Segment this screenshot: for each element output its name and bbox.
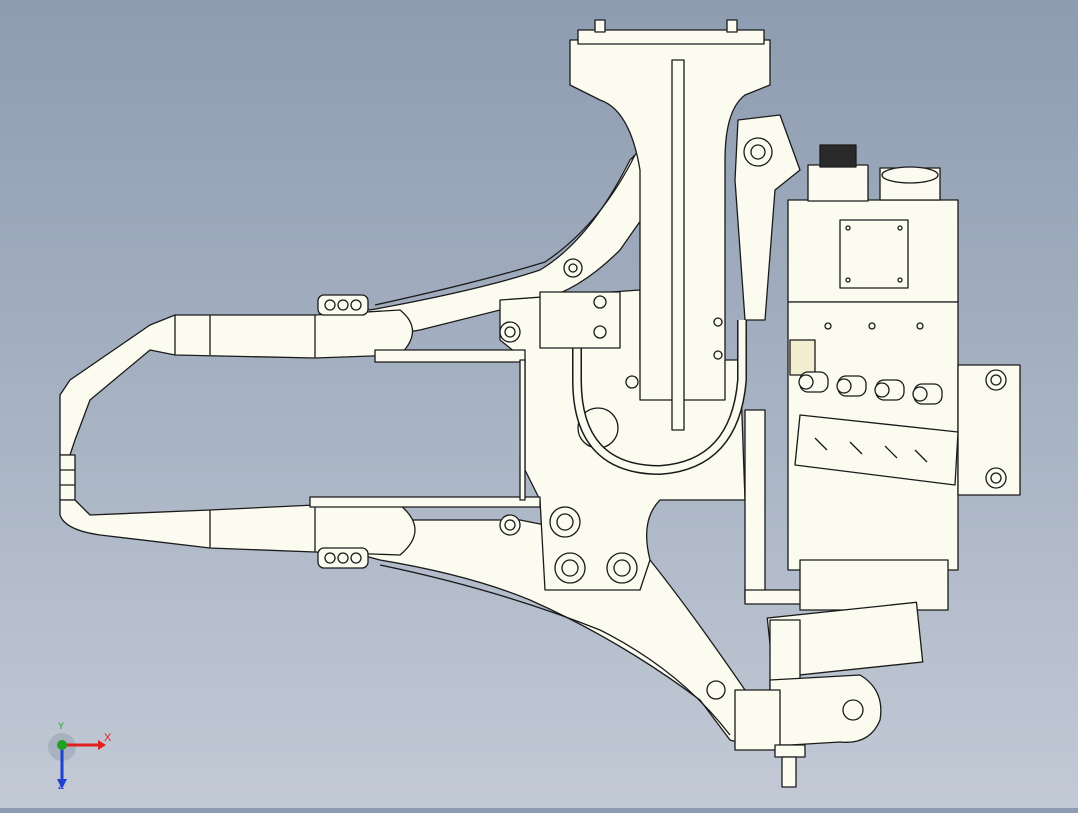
lower-housing <box>799 559 949 611</box>
lower-tong-arm <box>59 499 416 556</box>
lower-bracket <box>769 674 882 746</box>
link-arm <box>734 114 801 321</box>
y-axis-dot <box>57 740 67 750</box>
top-flange <box>577 29 765 45</box>
nameplate <box>839 219 909 289</box>
x-axis-label: X <box>104 732 112 744</box>
hose-fittings <box>798 371 943 405</box>
manifold-block <box>794 414 959 486</box>
electrode-tip <box>59 454 76 501</box>
yoke-slot <box>671 59 685 431</box>
top-pin-right <box>726 19 738 33</box>
coordinate-triad: X Y Z <box>40 721 120 795</box>
z-axis-label: Z <box>58 781 65 792</box>
upper-tong-arm <box>59 309 414 456</box>
upper-arm-inner-edge <box>374 154 636 306</box>
y-axis-label: Y <box>58 721 65 731</box>
lower-arm-inner-edge <box>379 564 731 736</box>
connector-block <box>807 164 869 202</box>
top-pin-left <box>594 19 606 33</box>
